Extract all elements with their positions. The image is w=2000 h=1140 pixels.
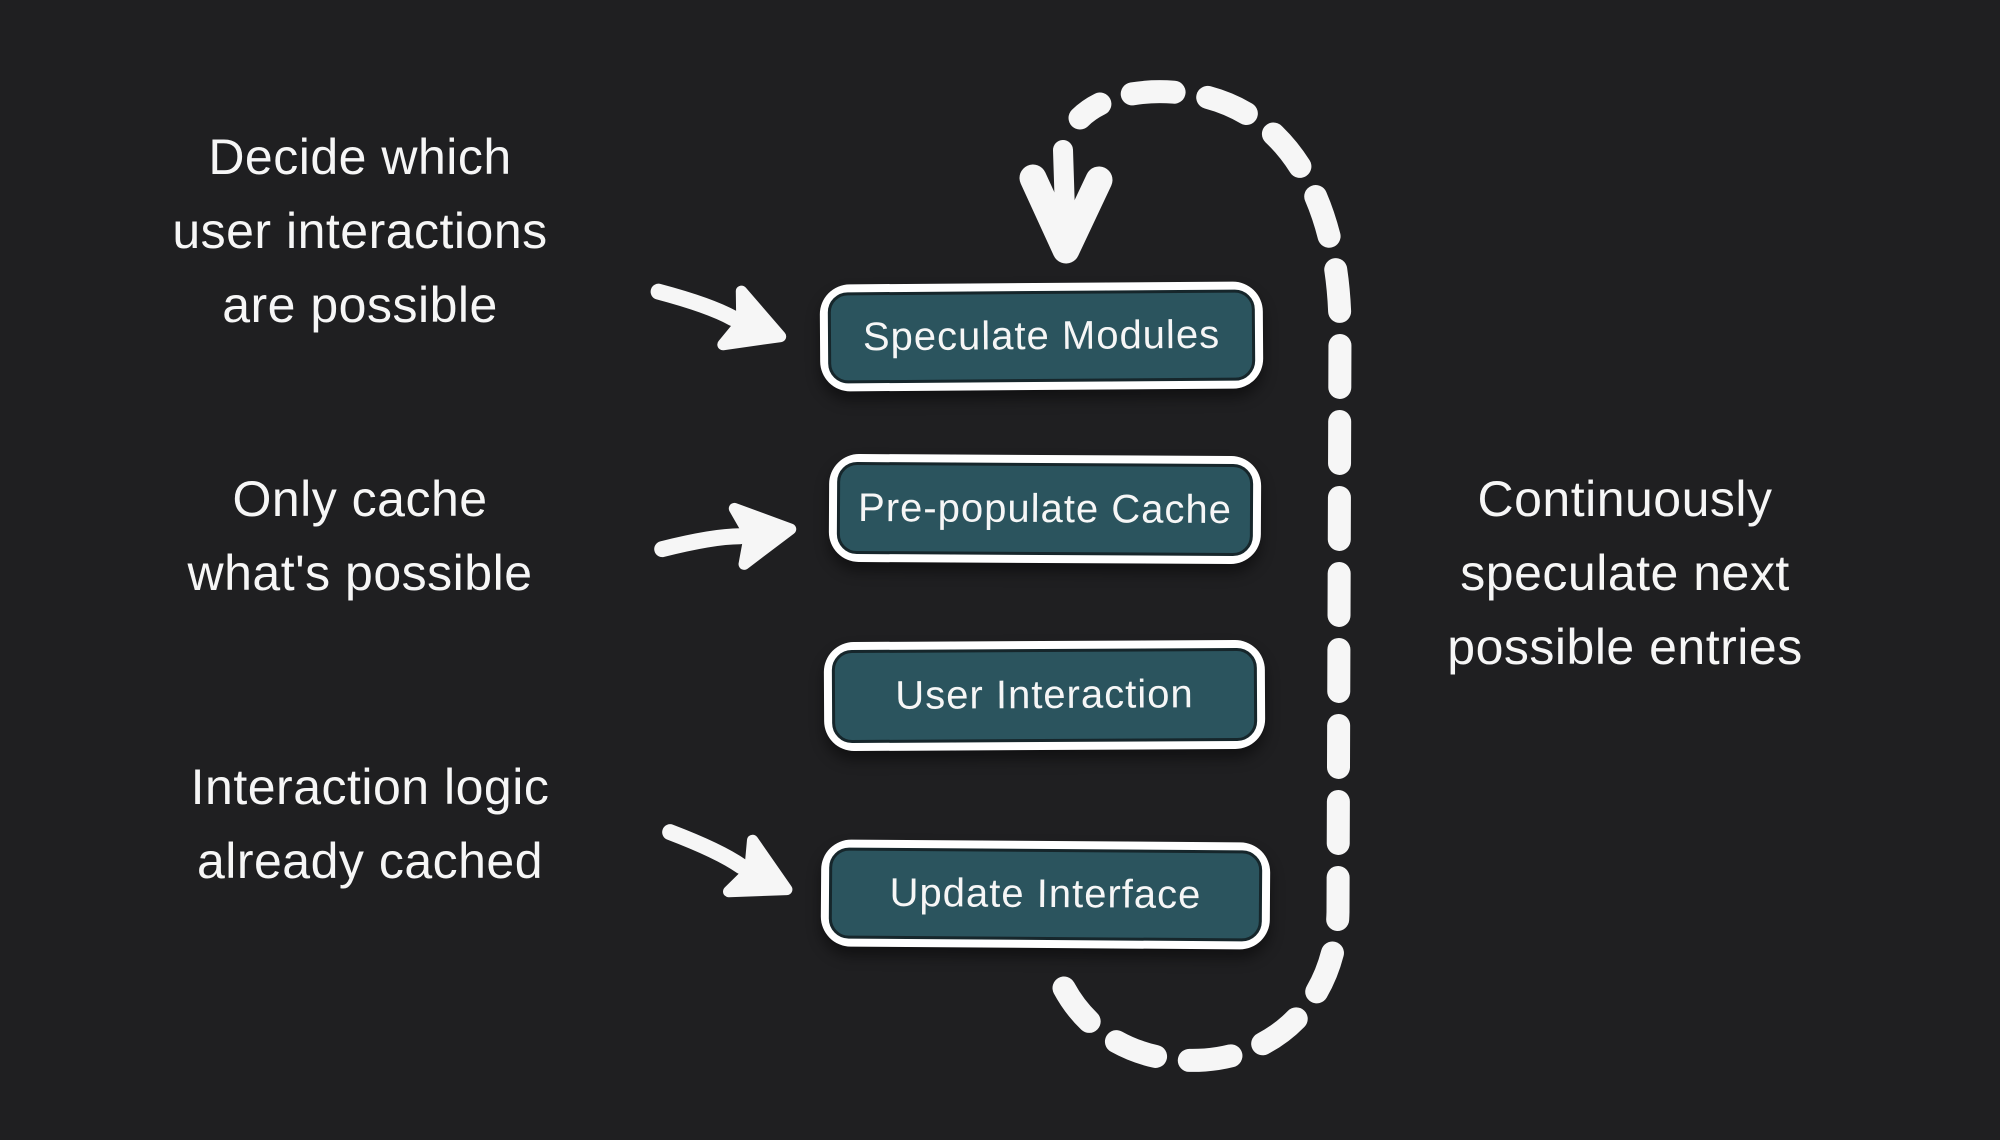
annotation-line: speculate next	[1460, 545, 1790, 601]
annotation-line: Only cache	[232, 471, 488, 527]
node-label: User Interaction	[895, 672, 1194, 718]
node-label: Pre-populate Cache	[857, 485, 1233, 532]
annotation-continuously-speculate: Continuously speculate next possible ent…	[1395, 462, 1855, 684]
node-label: Update Interface	[889, 870, 1202, 918]
node-update-interface: Update Interface	[820, 839, 1271, 950]
annotation-line: are possible	[222, 277, 498, 333]
arrow-head	[717, 285, 787, 351]
node-body: User Interaction	[831, 647, 1258, 744]
annotation-interaction-logic: Interaction logic already cached	[110, 750, 630, 898]
arrow-tail	[654, 528, 749, 558]
annotation-line: user interactions	[172, 203, 548, 259]
node-body: Update Interface	[828, 847, 1263, 942]
arrow-head	[728, 502, 797, 570]
annotation-decide-interactions: Decide which user interactions are possi…	[110, 120, 610, 342]
node-body: Speculate Modules	[827, 289, 1256, 384]
annotation-line: Decide which	[208, 129, 512, 185]
node-user-interaction: User Interaction	[823, 639, 1266, 752]
annotation-line: possible entries	[1447, 619, 1803, 675]
node-speculate-modules: Speculate Modules	[819, 281, 1264, 392]
arrow-tail	[650, 283, 742, 327]
arrow-to-prepopulate-cache-icon	[654, 502, 797, 570]
node-body: Pre-populate Cache	[836, 461, 1254, 557]
arrow-head	[723, 834, 793, 898]
annotation-line: Interaction logic	[190, 759, 550, 815]
arrow-to-speculate-modules-icon	[650, 283, 787, 351]
arrow-to-update-interface-icon	[662, 824, 793, 898]
node-label: Speculate Modules	[862, 312, 1221, 360]
annotation-line: already cached	[196, 833, 544, 889]
arrow-tail	[662, 824, 750, 875]
loop-arrowhead-stem	[1053, 140, 1075, 222]
annotation-line: Continuously	[1477, 471, 1773, 527]
down-arrowhead-icon	[1019, 164, 1113, 264]
node-pre-populate-cache: Pre-populate Cache	[828, 453, 1262, 565]
annotation-only-cache: Only cache what's possible	[110, 462, 610, 610]
annotation-line: what's possible	[187, 545, 533, 601]
